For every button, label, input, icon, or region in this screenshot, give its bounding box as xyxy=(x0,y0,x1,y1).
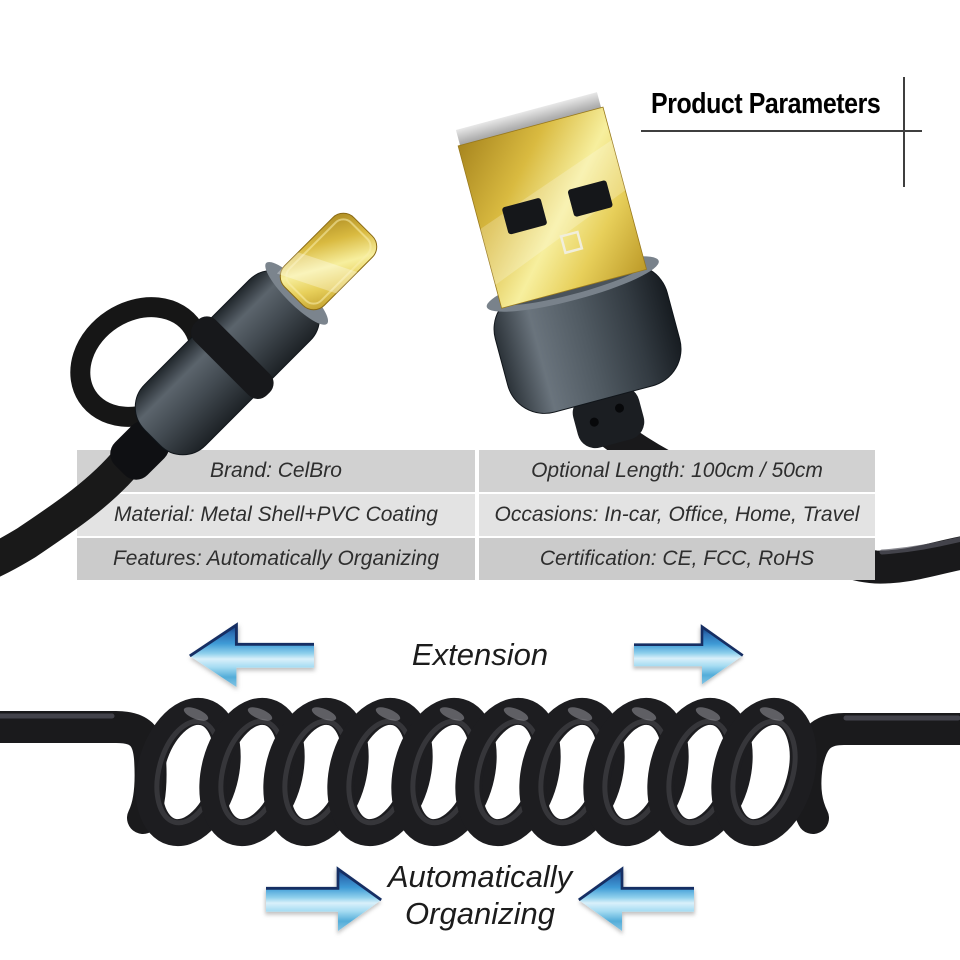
header-underline xyxy=(641,130,922,132)
usb-a-pin-hole xyxy=(567,180,613,217)
auto-organizing-line1: Automatically xyxy=(387,859,573,894)
extension-label: Extension xyxy=(411,637,549,672)
usb-a-pin-hole xyxy=(502,198,547,235)
connector-loop-ring xyxy=(70,297,210,427)
param-brand: Brand: CelBro xyxy=(77,450,475,492)
extension-arrow-right-icon xyxy=(632,625,745,686)
usb-a-connector xyxy=(455,92,682,449)
header-vertical-rule xyxy=(903,77,905,187)
usb-c-tip xyxy=(279,212,378,311)
coiled-spring-cable xyxy=(0,703,960,842)
usb-a-shell xyxy=(493,264,682,414)
param-certification: Certification: CE, FCC, RoHS xyxy=(479,538,875,580)
param-occasions: Occasions: In-car, Office, Home, Travel xyxy=(479,494,875,536)
usb-a-tip-edge xyxy=(455,92,604,154)
page-title: Product Parameters xyxy=(651,88,881,120)
param-optional-length: Optional Length: 100cm / 50cm xyxy=(479,450,875,492)
parameters-table: Brand: CelBro Optional Length: 100cm / 5… xyxy=(77,450,875,580)
param-features: Features: Automatically Organizing xyxy=(77,538,475,580)
usb-a-gold-plate xyxy=(457,106,647,309)
auto-organizing-line2: Organizing xyxy=(405,896,555,931)
loop-strap xyxy=(191,316,274,399)
extension-arrow-left-icon xyxy=(188,623,316,689)
auto-organizing-label: Automatically Organizing xyxy=(340,858,620,932)
two-in-one-shell xyxy=(134,270,320,456)
param-material: Material: Metal Shell+PVC Coating xyxy=(77,494,475,536)
